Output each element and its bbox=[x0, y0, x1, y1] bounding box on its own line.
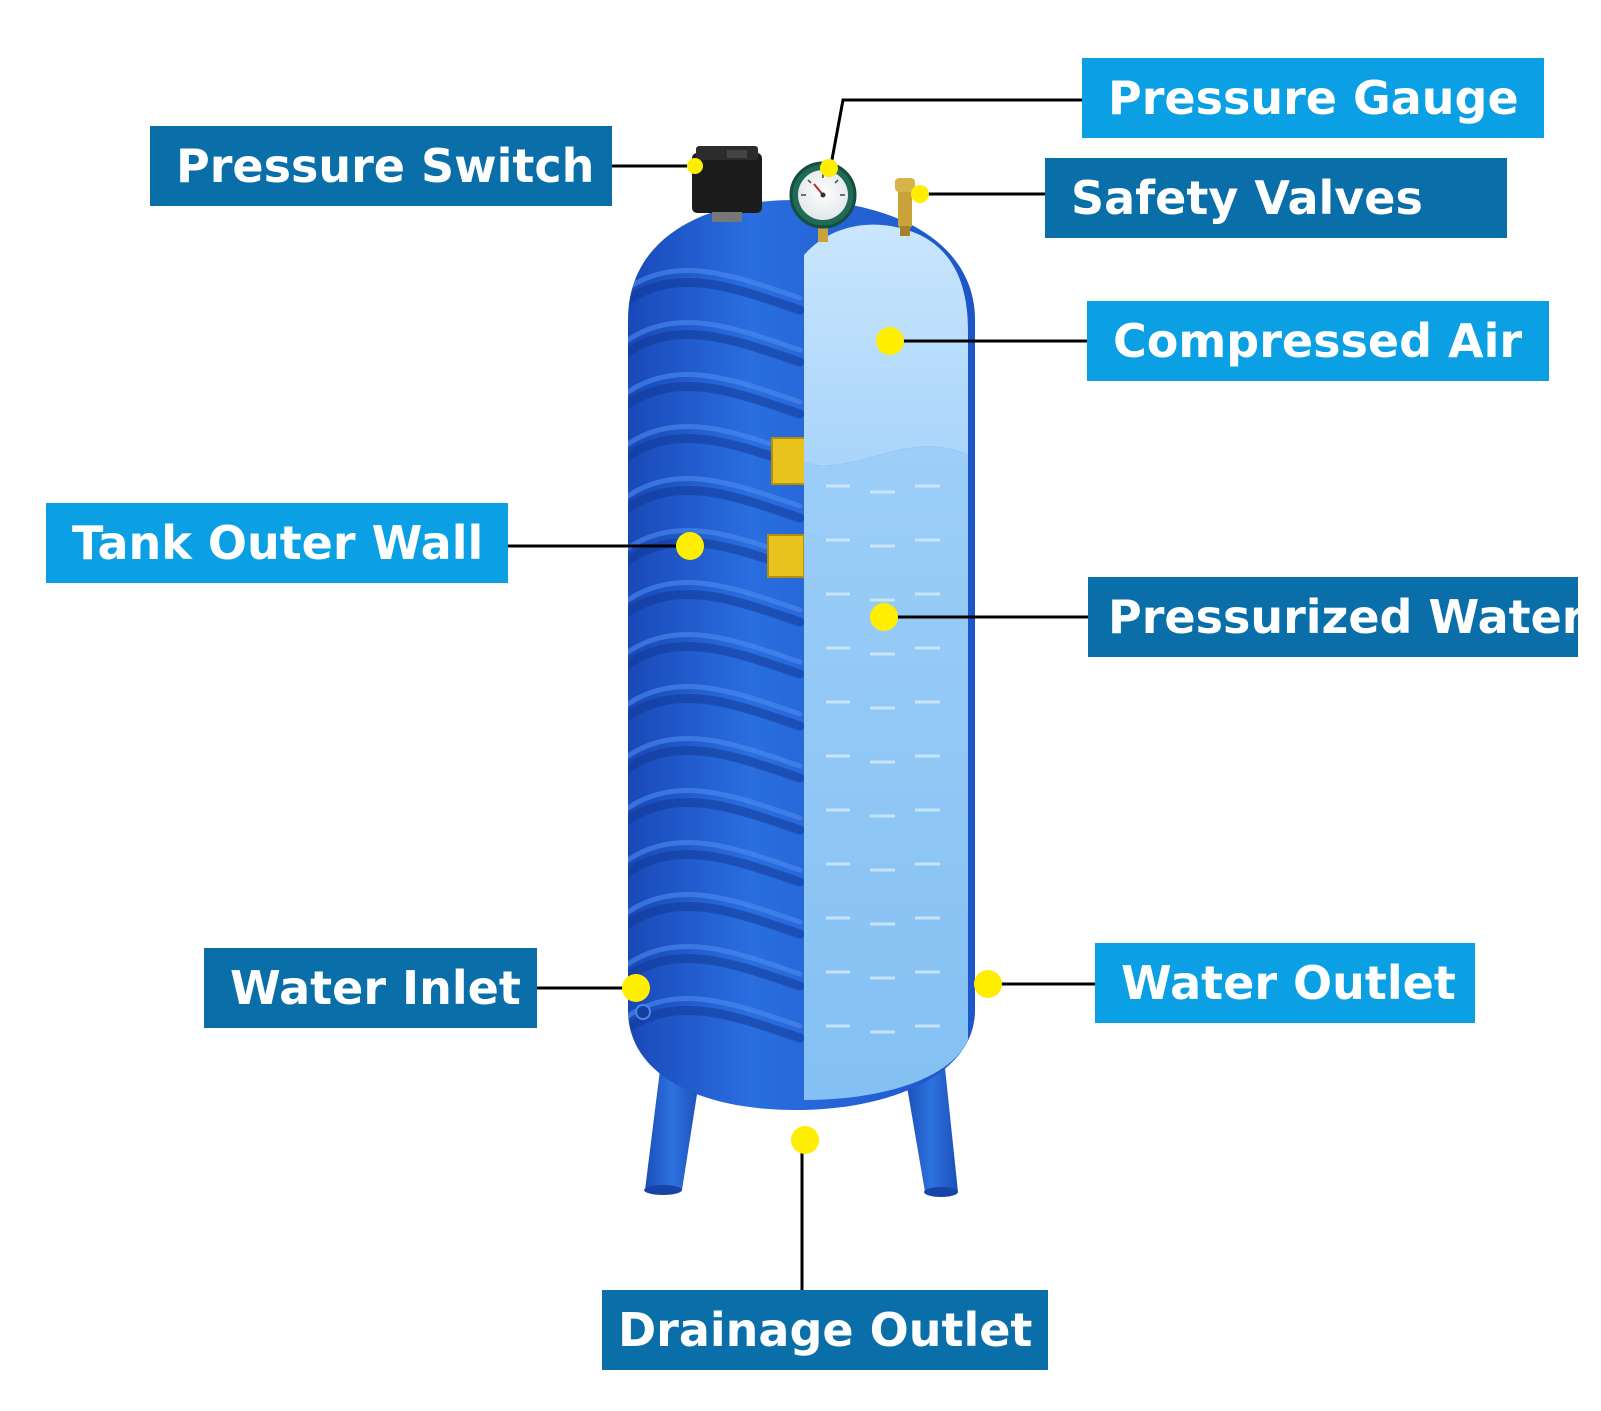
tank-legs bbox=[644, 1068, 958, 1197]
warning-sticker bbox=[767, 534, 805, 578]
safety-valve-device bbox=[895, 178, 915, 236]
label-water-outlet: Water Outlet bbox=[1095, 943, 1475, 1023]
marker-pressurized-water bbox=[870, 603, 898, 631]
label-compressed-air: Compressed Air bbox=[1087, 301, 1549, 381]
warning-sticker bbox=[771, 437, 807, 485]
inlet-port bbox=[635, 1004, 651, 1020]
pressurized-water-region bbox=[804, 446, 968, 1100]
marker-pressure-gauge bbox=[820, 159, 838, 177]
label-pressure-switch: Pressure Switch bbox=[150, 126, 612, 206]
water-ripples bbox=[826, 484, 940, 1034]
marker-water-inlet bbox=[622, 974, 650, 1002]
label-pressure-gauge: Pressure Gauge bbox=[1082, 58, 1544, 138]
pressure-switch-device bbox=[692, 146, 762, 222]
label-water-inlet: Water Inlet bbox=[204, 948, 537, 1028]
marker-pressure-switch bbox=[687, 158, 703, 174]
label-tank-outer-wall: Tank Outer Wall bbox=[46, 503, 508, 583]
label-drainage-outlet: Drainage Outlet bbox=[602, 1290, 1048, 1370]
marker-water-outlet bbox=[974, 970, 1002, 998]
marker-drainage-outlet bbox=[791, 1126, 819, 1154]
marker-safety-valves bbox=[911, 185, 929, 203]
tank-cutaway bbox=[804, 224, 968, 1100]
markers bbox=[622, 158, 1002, 1154]
label-pressurized-water: Pressurized Water bbox=[1088, 577, 1578, 657]
marker-compressed-air bbox=[876, 327, 904, 355]
leader-lines bbox=[508, 98, 1095, 1290]
pressure-gauge-device bbox=[789, 161, 857, 242]
label-safety-valves: Safety Valves bbox=[1045, 158, 1507, 238]
marker-tank-outer-wall bbox=[676, 532, 704, 560]
